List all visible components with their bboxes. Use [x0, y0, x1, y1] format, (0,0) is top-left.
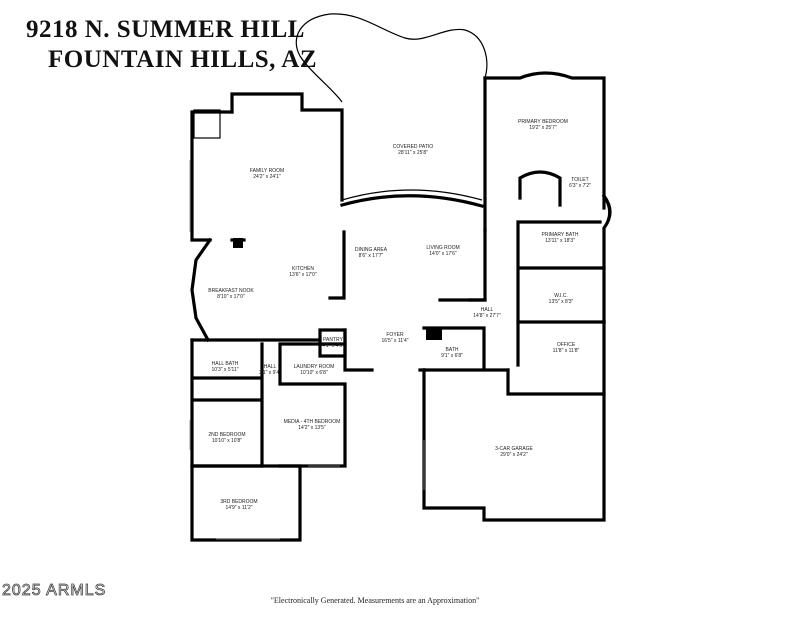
- room-dims: 29'0" x 24'2": [500, 452, 528, 458]
- room-dims: 10'10" x 6'8": [300, 370, 328, 376]
- room-name: BREAKFAST NOOK: [208, 288, 254, 294]
- room-dims: 6'3" x 7'2": [569, 183, 591, 189]
- column: [233, 238, 243, 248]
- column-bath: [426, 328, 442, 340]
- wall-foyer: [343, 328, 426, 372]
- wall-family-room-left: [190, 110, 234, 242]
- room-name: KITCHEN: [292, 266, 314, 272]
- wall-office: [506, 320, 606, 396]
- room-dims: 28'11" x 25'8": [398, 150, 428, 156]
- room-name: 3RD BEDROOM: [220, 499, 257, 505]
- room-name: HALL: [264, 364, 277, 370]
- room-dims: 14'2" x 13'5": [298, 425, 326, 431]
- room-dims: 3'1" x 9'4": [259, 370, 281, 376]
- room-dims: 13'5" x 8'3": [549, 299, 574, 305]
- wall-bath: [422, 326, 510, 372]
- wall-family-room: [230, 92, 344, 202]
- room-dims: 16'5" x 11'4": [381, 338, 408, 344]
- address-line-1: 9218 N. SUMMER HILL: [26, 16, 305, 43]
- room-name: FOYER: [386, 332, 404, 338]
- room-name: HALL BATH: [212, 361, 239, 367]
- room-dims: 24'2" x 24'1": [253, 174, 281, 180]
- room-dims: 13'11" x 18'3": [545, 238, 575, 244]
- copyright-watermark: 2025 ARMLS: [2, 582, 107, 600]
- room-dims: 10'3" x 5'11": [211, 367, 238, 373]
- room-dims: 8'10" x 17'0": [217, 294, 245, 300]
- room-name: OFFICE: [557, 342, 576, 348]
- wall-primary-bedroom: [483, 71, 606, 210]
- fireplace: [193, 109, 221, 139]
- room-name: FAMILY ROOM: [250, 168, 284, 174]
- wall-dining: [328, 230, 346, 300]
- room-name: PRIMARY BEDROOM: [518, 119, 568, 125]
- room-name: 3-CAR GARAGE: [495, 446, 533, 452]
- disclaimer: "Electronically Generated. Measurements …: [270, 596, 480, 605]
- room-dims: 4'1" x 4'0": [322, 343, 344, 349]
- room-dims: 19'2" x 25'7": [529, 125, 557, 131]
- room-name: LAUNDRY ROOM: [294, 364, 335, 370]
- room-dims: 8'6" x 17'7": [359, 253, 384, 259]
- room-name: DINING AREA: [355, 247, 388, 253]
- room-dims: 14'9" x 11'2": [225, 505, 252, 511]
- room-name: LIVING ROOM: [426, 245, 459, 251]
- room-name: PRIMARY BATH: [542, 232, 579, 238]
- room-name: TOILET: [571, 177, 588, 183]
- room-name: MEDIA - 4TH BEDROOM: [284, 419, 341, 425]
- room-name: PANTRY: [323, 337, 343, 343]
- wall-nook-bay: [190, 237, 213, 343]
- room-name: W.I.C.: [554, 293, 568, 299]
- patio-outline: [295, 13, 488, 195]
- room-dims: 10'10" x 10'8": [212, 438, 242, 444]
- room-dims: 9'1" x 6'8": [441, 353, 463, 359]
- patio-arch: [341, 189, 483, 201]
- wall-primary-bath-bay: [601, 193, 612, 324]
- room-name: HALL: [481, 307, 494, 313]
- room-dims: 13'6" x 17'0": [289, 272, 317, 278]
- room-dims: 14'8" x 27'7": [473, 313, 501, 319]
- wall-living-top: [340, 194, 484, 208]
- room-dims: 14'0" x 17'6": [429, 251, 457, 257]
- address-line-2: FOUNTAIN HILLS, AZ: [48, 46, 318, 73]
- room-name: BATH: [446, 347, 459, 353]
- room-dims: 11'8" x 11'8": [553, 348, 580, 354]
- wall-toilet: [518, 170, 562, 207]
- room-name: 2ND BEDROOM: [208, 432, 245, 438]
- room-name: COVERED PATIO: [393, 144, 433, 150]
